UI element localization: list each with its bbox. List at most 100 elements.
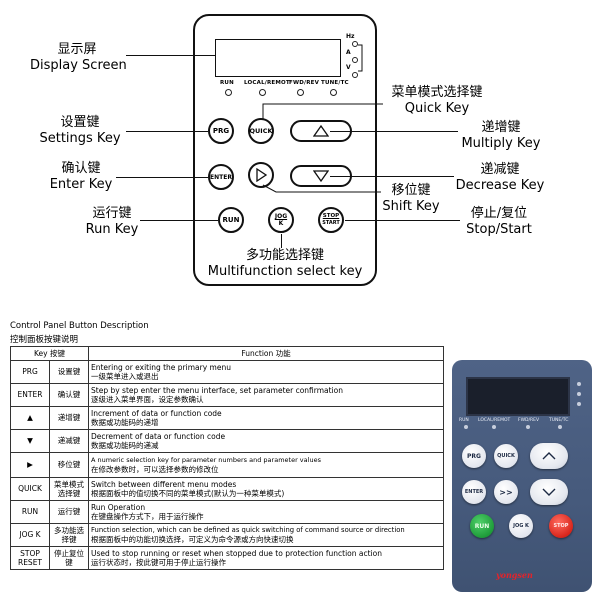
table-row: ENTER 确认键 Step by step enter the menu in…: [10, 383, 444, 407]
device-indicator-tune-tc: TUNE/TC: [549, 418, 569, 423]
callout-decrease-cn: 递减键: [480, 162, 520, 177]
button-description-table: Key 按键 Function 功能 PRG 设置键 Entering or e…: [10, 346, 444, 570]
indicator-local-remote-led: [259, 89, 266, 96]
device-stop-button[interactable]: STOP: [549, 514, 573, 538]
callout-stop-en: Stop/Start: [466, 222, 532, 237]
callout-multiply-en: Multiply Key: [461, 136, 541, 151]
key-name-cell: 多功能选择键: [49, 523, 89, 547]
device-shift-button[interactable]: >>: [494, 480, 518, 504]
jog-button[interactable]: JOG K: [268, 207, 294, 233]
triangle-down-icon: [313, 170, 329, 182]
function-cn: 根据面板中的值切换不同的菜单模式(默认为一种菜单模式): [91, 489, 285, 498]
run-button[interactable]: RUN: [218, 207, 244, 233]
device-quick-button[interactable]: QUICK: [494, 444, 518, 468]
table-row: PRG 设置键 Entering or exiting the primary …: [10, 360, 444, 384]
function-en: Increment of data or function code: [91, 408, 222, 418]
indicator-fwd-rev-led: [297, 89, 304, 96]
callout-display-en: Display Screen: [30, 58, 127, 73]
key-name-cell: 确认键: [49, 383, 89, 407]
key-name-cell: 停止复位键: [49, 546, 89, 570]
device-down-button[interactable]: [530, 479, 568, 505]
table-row: STOP RESET 停止复位键 Used to stop running or…: [10, 546, 444, 570]
callout-decrease-line: [330, 176, 454, 177]
device-prg-button[interactable]: PRG: [462, 444, 486, 468]
indicator-tune-tc-label: TUNE/TC: [321, 80, 349, 86]
function-cn: 根据面板中的功能切换选择，可定义为命令源或方向快速切换: [91, 535, 294, 544]
quick-button[interactable]: QUICK: [248, 118, 274, 144]
function-en: Used to stop running or reset when stopp…: [91, 548, 382, 558]
key-name-cell: 菜单模式选择键: [49, 477, 89, 501]
enter-button[interactable]: ENTER: [208, 164, 234, 190]
device-display: [466, 377, 570, 416]
device-jog-button[interactable]: JOG K: [509, 514, 533, 538]
multiply-button[interactable]: [290, 120, 352, 142]
key-name-cell: 设置键: [49, 360, 89, 384]
function-en: Switch between different menu modes: [91, 479, 237, 489]
device-unit-led-hz: [577, 382, 581, 386]
indicator-local-remote-label: LOCAL/REMOT: [244, 80, 290, 86]
function-en: A numeric selection key for parameter nu…: [91, 455, 321, 464]
callout-settings-en: Settings Key: [39, 131, 121, 146]
callout-multiply-line: [330, 131, 458, 132]
callout-multifunction-cn: 多功能选择键: [245, 248, 324, 263]
callout-stop-cn: 停止/复位: [470, 206, 528, 221]
function-cn: 数据或功能码的递减: [91, 441, 159, 450]
jog-label: JOG: [274, 213, 288, 220]
callout-enter: 确认键 Enter Key: [48, 161, 114, 193]
function-en: Decrement of data or function code: [91, 431, 226, 441]
stop-start-button[interactable]: STOP START: [318, 207, 344, 233]
callout-enter-cn: 确认键: [61, 161, 101, 176]
prg-button[interactable]: PRG: [208, 118, 234, 144]
unit-label-v: V: [346, 64, 351, 71]
callout-quick-cn: 菜单模式选择键: [391, 85, 483, 100]
display-screen: [215, 39, 341, 77]
key-cell: PRG: [10, 360, 50, 384]
callout-display: 显示屏 Display Screen: [30, 42, 127, 74]
callout-decrease: 递减键 Decrease Key: [454, 162, 546, 194]
jog-sub-label: K: [278, 220, 284, 227]
callout-multifunction-en: Multifunction select key: [207, 264, 363, 279]
device-run-button[interactable]: RUN: [470, 514, 494, 538]
table-header-row: Key 按键 Function 功能: [10, 346, 444, 361]
callout-run-line: [140, 220, 218, 221]
unit-label-a: A: [346, 49, 351, 56]
decrease-button[interactable]: [290, 165, 352, 187]
callout-stop: 停止/复位 Stop/Start: [460, 206, 538, 238]
triangle-right-icon: [256, 168, 267, 182]
device-indicator-local-remote: LOCAL/REMOT: [478, 418, 511, 423]
function-cell: A numeric selection key for parameter nu…: [88, 452, 444, 478]
device-unit-led-v: [577, 402, 581, 406]
unit-bracket-icon: [358, 44, 363, 72]
callout-display-cn: 显示屏: [57, 42, 97, 57]
unit-led-v: [352, 72, 358, 78]
callout-run-en: Run Key: [85, 222, 139, 237]
function-cell: Step by step enter the menu interface, s…: [88, 383, 444, 407]
key-cell: QUICK: [10, 477, 50, 501]
device-enter-button[interactable]: ENTER: [462, 480, 486, 504]
callout-run-cn: 运行键: [92, 206, 132, 221]
table-caption-en: Control Panel Button Description: [10, 321, 149, 331]
key-cell: ENTER: [10, 383, 50, 407]
device-up-button[interactable]: [530, 443, 568, 469]
function-en: Step by step enter the menu interface, s…: [91, 385, 343, 395]
callout-shift-line: [262, 184, 381, 193]
device-led-fwd-rev: [526, 425, 530, 429]
callout-multiply-cn: 递增键: [481, 120, 521, 135]
function-cell: Used to stop running or reset when stopp…: [88, 546, 444, 570]
table-header-key: Key 按键: [10, 346, 89, 361]
shift-button[interactable]: [248, 162, 274, 188]
unit-label-hz: Hz: [346, 33, 355, 40]
table-caption-cn: 控制面板按键说明: [10, 335, 79, 345]
indicator-tune-tc-led: [330, 89, 337, 96]
key-cell: ▲: [10, 406, 50, 430]
triangle-up-icon: [313, 125, 329, 137]
callout-display-line: [126, 55, 216, 56]
callout-stop-line: [345, 220, 460, 221]
function-cn: 在修改参数时，可以选择参数的修改位: [91, 465, 219, 474]
device-indicator-fwd-rev: FWD/REV: [518, 418, 540, 423]
unit-led-hz: [352, 41, 358, 47]
